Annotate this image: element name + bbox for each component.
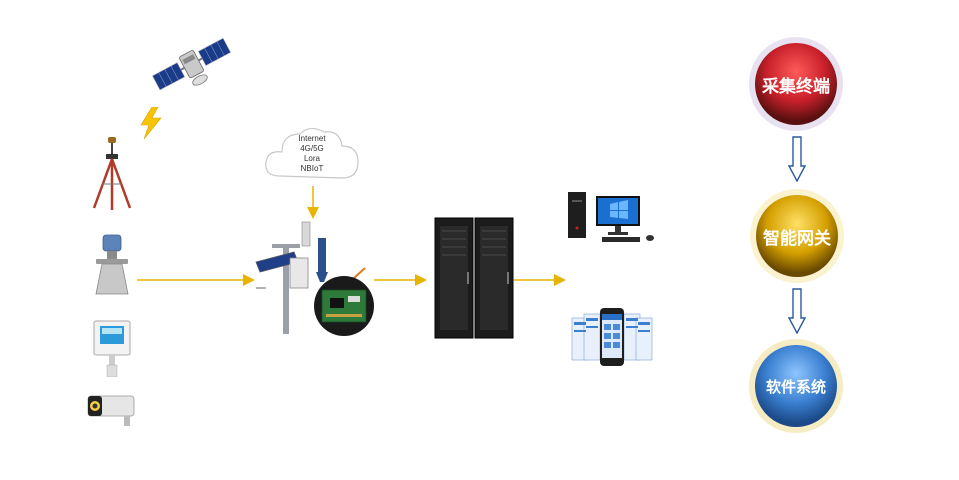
down-arrow-2 [788,288,806,334]
radar-level-sensor-icon [92,234,132,296]
down-arrow-1 [788,136,806,182]
layer-label-middle: 智能网关 [763,229,831,249]
cloud-label-internet: Internet [298,134,326,143]
cloud-label-nbiot: NBIoT [300,164,324,173]
desktop-computer-icon [566,190,658,244]
monitoring-station-icon [250,218,382,336]
layer-label-bottom: 软件系统 [765,378,826,396]
gnss-tripod-icon [88,136,136,210]
layer-smart-gateway: 智能网关 [745,188,849,284]
lightning-icon [138,107,164,139]
temperature-humidity-sensor-icon [92,319,132,377]
layer-label-top: 采集终端 [762,77,830,97]
cloud-label-4g5g: 4G/5G [300,144,324,153]
cloud-label-lora: Lora [303,154,320,163]
server-cabinet-icon [433,216,515,340]
network-cloud: Internet 4G/5G Lora NBIoT [260,124,364,186]
layer-collection-terminal: 采集终端 [748,36,844,132]
camera-icon [84,392,140,428]
layer-software-system: 软件系统 [748,338,844,434]
mobile-app-icon [570,306,654,368]
satellite-icon [150,32,235,98]
